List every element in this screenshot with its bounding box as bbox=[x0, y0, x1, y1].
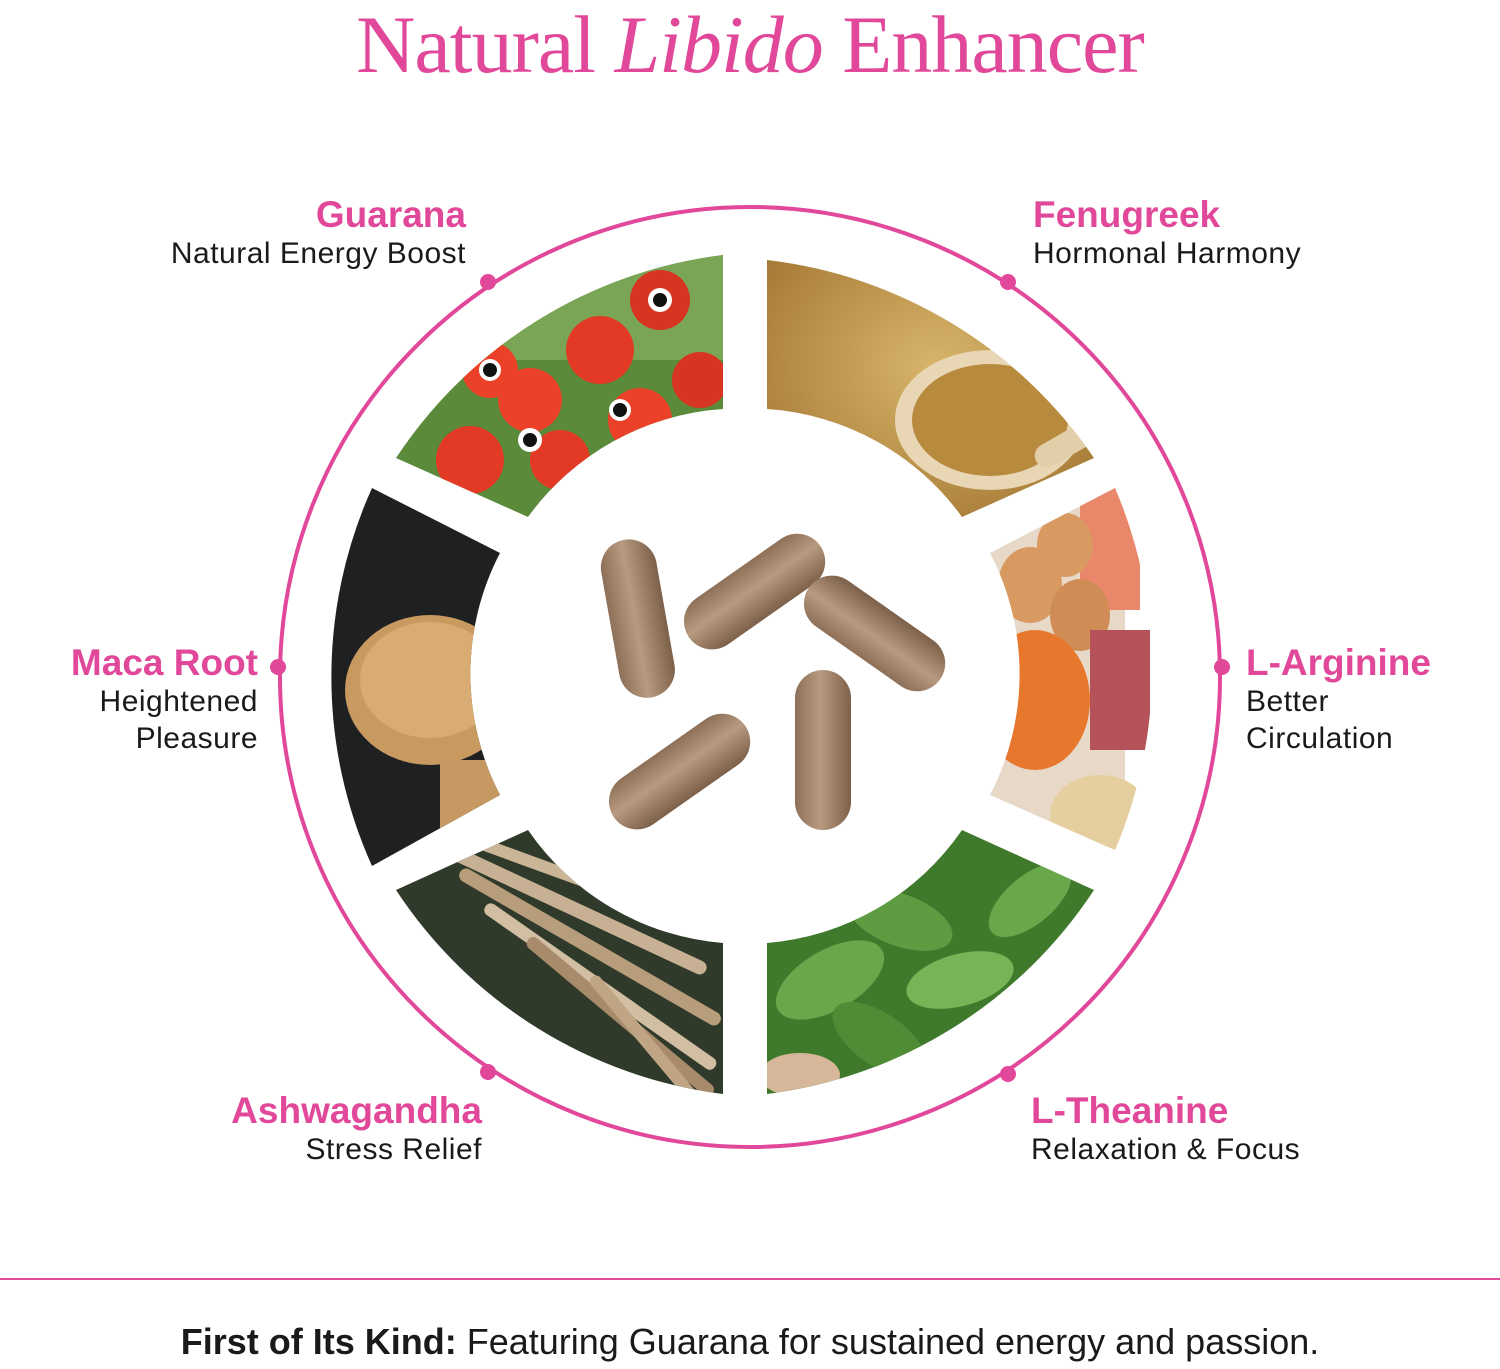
title-word-enhancer: Enhancer bbox=[842, 0, 1145, 90]
guarana-marker bbox=[480, 274, 496, 290]
l-arginine-marker bbox=[1214, 659, 1230, 675]
guarana-photo bbox=[396, 255, 723, 517]
maca-root-marker bbox=[270, 659, 286, 675]
ingredient-name: Maca Root bbox=[70, 642, 258, 683]
ingredient-wheel bbox=[270, 205, 1230, 1149]
ingredient-l-arginine: L-Arginine Better Circulation bbox=[1246, 643, 1496, 757]
capsules-image bbox=[600, 533, 946, 830]
ingredient-benefit-line2: Circulation bbox=[1246, 722, 1394, 755]
ingredient-benefit: Stress Relief bbox=[305, 1133, 482, 1166]
maca-root-photo bbox=[331, 488, 500, 866]
ingredient-benefit-line1: Better bbox=[1246, 685, 1330, 718]
ingredient-guarana: Guarana Natural Energy Boost bbox=[46, 195, 466, 272]
ingredient-name: L-Arginine bbox=[1246, 642, 1431, 683]
footer-text: Featuring Guarana for sustained energy a… bbox=[466, 1321, 1320, 1362]
ashwagandha-photo bbox=[396, 830, 723, 1094]
footer-lead: First of Its Kind: bbox=[180, 1321, 457, 1362]
ingredient-benefit: Natural Energy Boost bbox=[170, 237, 466, 270]
ingredient-l-theanine: L-Theanine Relaxation & Focus bbox=[1031, 1091, 1451, 1168]
ingredient-benefit-line2: Pleasure bbox=[135, 722, 258, 755]
ingredient-ashwagandha: Ashwagandha Stress Relief bbox=[62, 1091, 482, 1168]
fenugreek-photo bbox=[767, 260, 1094, 517]
footer-divider bbox=[0, 1278, 1500, 1280]
fenugreek-marker bbox=[1000, 274, 1016, 290]
outer-ring bbox=[278, 205, 1222, 1149]
ingredient-name: Ashwagandha bbox=[231, 1090, 482, 1131]
ingredient-benefit: Hormonal Harmony bbox=[1033, 237, 1302, 270]
ingredient-fenugreek: Fenugreek Hormonal Harmony bbox=[1033, 195, 1453, 272]
page-title: Natural Libido Enhancer bbox=[0, 0, 1500, 90]
ashwagandha-marker bbox=[480, 1064, 496, 1080]
l-arginine-photo bbox=[990, 488, 1150, 850]
title-word-natural: Natural bbox=[356, 0, 596, 90]
l-theanine-marker bbox=[1000, 1066, 1016, 1082]
ingredient-benefit-line1: Heightened bbox=[99, 685, 258, 718]
footer-tagline: First of Its Kind: Featuring Guarana for… bbox=[0, 1318, 1500, 1366]
ingredient-name: Fenugreek bbox=[1033, 194, 1221, 235]
ingredient-benefit: Relaxation & Focus bbox=[1031, 1133, 1301, 1166]
title-word-libido: Libido bbox=[614, 0, 824, 90]
ingredient-name: Guarana bbox=[315, 194, 466, 235]
l-theanine-photo bbox=[767, 830, 1094, 1094]
ingredient-name: L-Theanine bbox=[1031, 1090, 1229, 1131]
ingredient-maca-root: Maca Root Heightened Pleasure bbox=[8, 643, 258, 757]
